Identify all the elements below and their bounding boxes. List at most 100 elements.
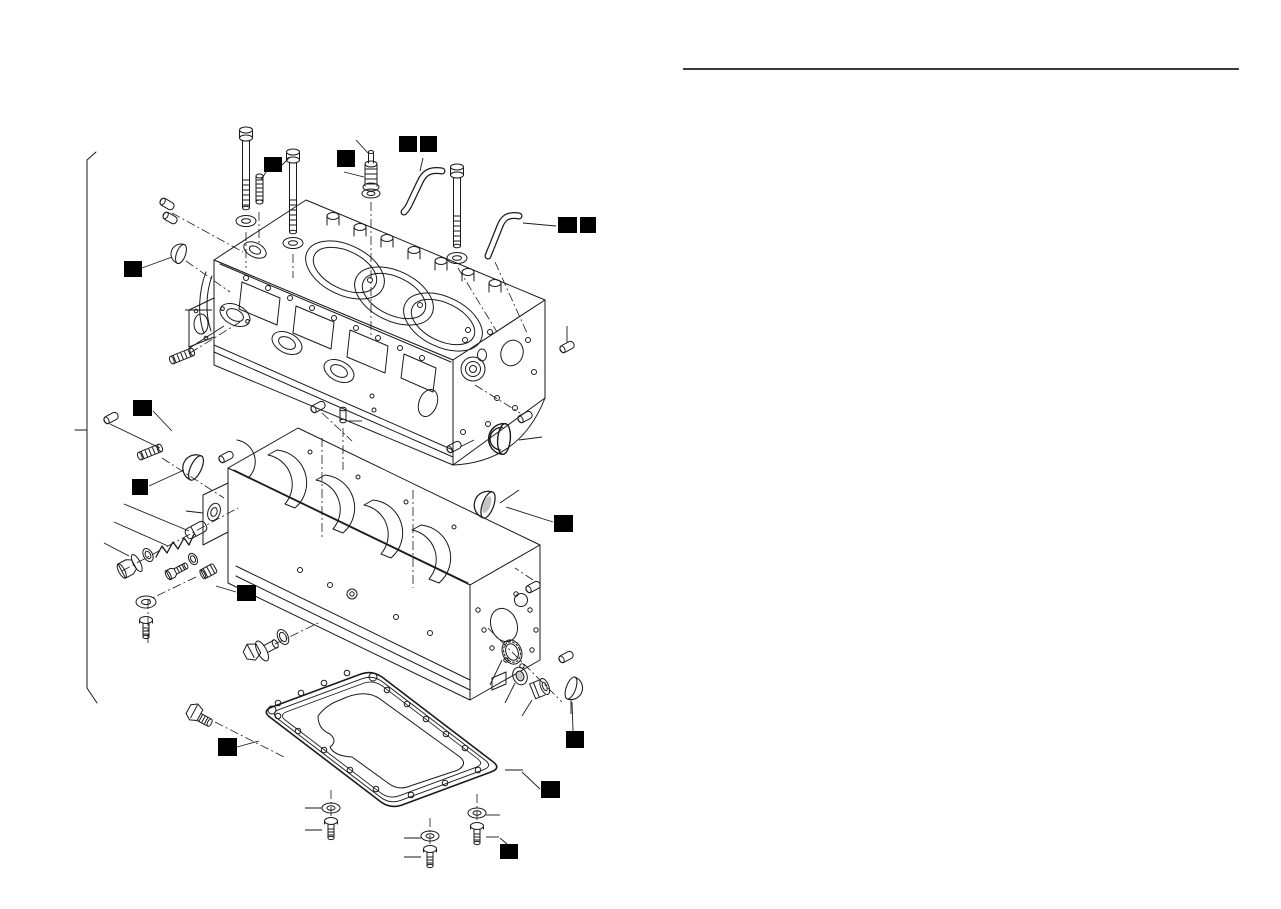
- centerline: [214, 721, 285, 758]
- head-bolt-3: [446, 163, 468, 264]
- grouping-bracket: [74, 151, 98, 704]
- leader-line: [123, 503, 190, 532]
- fasteners: [103, 126, 584, 869]
- callout-marker: [399, 136, 417, 152]
- leader-line: [355, 139, 369, 154]
- cup-plug-large: [473, 490, 496, 519]
- washer-ring: [187, 552, 199, 566]
- callout-marker: [218, 738, 237, 756]
- centerline: [161, 457, 225, 499]
- cylinder-block: [188, 199, 546, 466]
- pan-washer: [467, 807, 487, 819]
- pan-washer: [420, 830, 440, 842]
- oil-check-valve: [361, 150, 381, 199]
- centerline: [121, 507, 239, 572]
- leader-line: [236, 740, 260, 748]
- dowel-pin: [162, 211, 178, 225]
- cup-plug: [170, 243, 187, 265]
- flange-bolt: [139, 616, 153, 640]
- centerline: [274, 621, 321, 645]
- diagram-art: [188, 199, 546, 808]
- head-bolt-2: [282, 148, 304, 249]
- leader-line: [521, 699, 533, 717]
- callout-marker: [124, 261, 142, 277]
- centerline: [189, 321, 241, 354]
- head-stud: [255, 173, 264, 205]
- washer-ring: [142, 547, 154, 563]
- leader-line: [152, 410, 173, 432]
- callout-marker: [337, 150, 355, 167]
- leader-line: [505, 506, 554, 523]
- leader-line: [215, 585, 237, 593]
- leader-line: [113, 521, 169, 547]
- cup-plug: [182, 454, 205, 481]
- leader-line: [499, 489, 520, 504]
- dowel-pin: [310, 400, 326, 414]
- callout-marker: [133, 400, 152, 416]
- centerline: [514, 567, 534, 581]
- relief-valve-plug: [116, 554, 143, 579]
- leader-line: [185, 510, 204, 514]
- leader-layer: [103, 139, 574, 858]
- callout-marker: [420, 136, 437, 152]
- leader-line: [419, 157, 424, 172]
- leader-line: [148, 469, 185, 487]
- callout-marker: [237, 585, 256, 601]
- callout-marker: [554, 515, 573, 532]
- drain-plug: [185, 703, 213, 727]
- callout-layer: [124, 136, 596, 859]
- relief-valve-piston: [184, 520, 208, 540]
- small-bolt: [164, 562, 189, 581]
- plug-sleeve: [199, 563, 218, 580]
- dowel-pin: [517, 410, 533, 424]
- oil-pan: [265, 669, 498, 808]
- callout-marker: [580, 217, 596, 233]
- callout-marker: [558, 217, 577, 233]
- callout-marker: [541, 781, 560, 798]
- cup-plug-large: [487, 422, 512, 456]
- leader-line: [489, 659, 503, 686]
- leader-line: [521, 771, 541, 790]
- bearing-ring: [501, 639, 523, 665]
- centerline: [457, 267, 498, 333]
- leader-line: [141, 256, 173, 269]
- leader-line: [571, 701, 574, 732]
- head-bolt-1: [235, 126, 257, 227]
- hex-plug: [529, 677, 551, 700]
- cup-washer: [512, 666, 528, 686]
- dome-plug: [564, 676, 584, 701]
- pan-bolt: [470, 822, 484, 846]
- dowel-pin: [159, 197, 175, 211]
- callout-marker: [566, 731, 584, 748]
- leader-line: [518, 436, 543, 441]
- leader-line: [499, 837, 509, 846]
- pan-washer: [321, 802, 341, 814]
- threaded-pin: [136, 443, 164, 461]
- pan-bolt: [324, 817, 338, 841]
- dowel-pin: [446, 440, 462, 454]
- leader-line: [109, 423, 161, 449]
- leader-line: [187, 325, 225, 350]
- callout-marker: [132, 479, 148, 495]
- dowel-pin: [103, 411, 119, 425]
- centerline: [171, 212, 244, 253]
- washer-ring: [276, 629, 290, 645]
- leader-line: [103, 542, 130, 557]
- pan-bolt: [423, 845, 437, 869]
- stud-bosses: [326, 212, 502, 293]
- breather-tube: [400, 167, 446, 216]
- relief-valve-spring: [155, 533, 195, 558]
- callout-marker: [500, 844, 518, 859]
- centerline: [185, 260, 231, 293]
- leader-line: [522, 222, 557, 227]
- dowel-pin: [218, 450, 234, 464]
- hex-bolt: [242, 639, 279, 662]
- centerline: [147, 576, 197, 601]
- centerline: [474, 384, 521, 414]
- centerline-layer: [121, 202, 563, 845]
- leader-line: [504, 682, 516, 704]
- centerline: [494, 261, 528, 334]
- leader-line: [343, 171, 365, 178]
